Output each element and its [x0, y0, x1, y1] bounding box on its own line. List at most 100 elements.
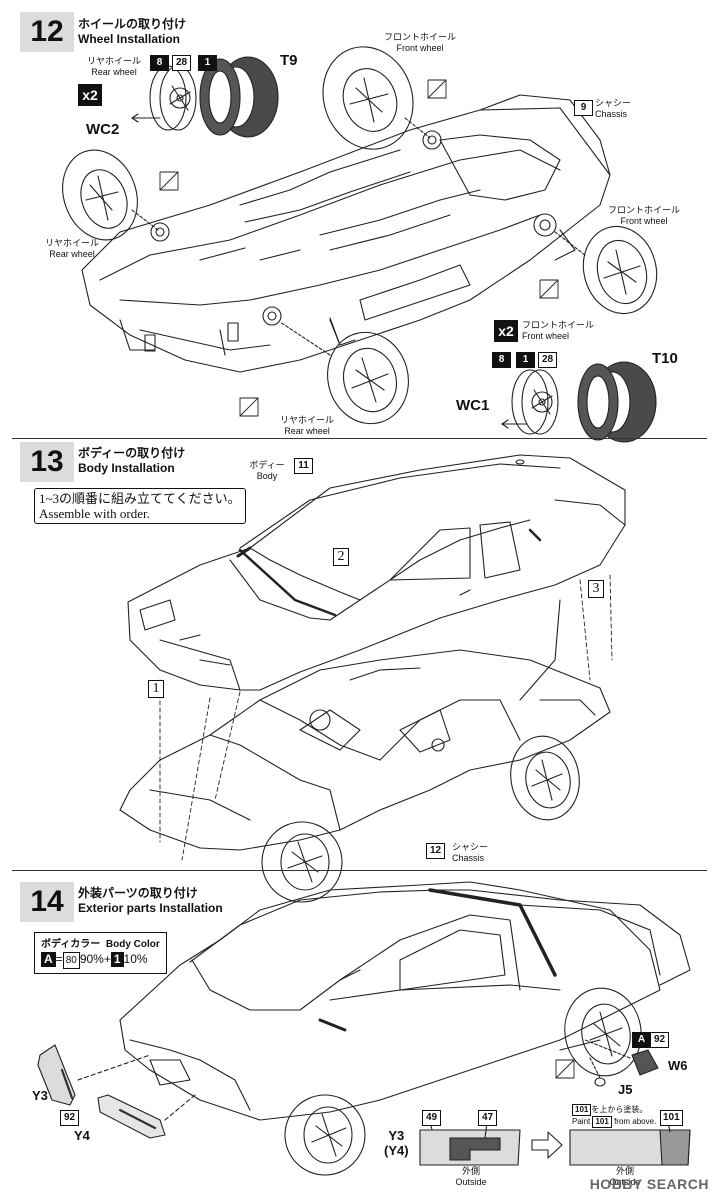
part-code-1: 1: [516, 352, 535, 368]
paint-code-80: 80: [62, 952, 80, 969]
label-rear-wheel-left: リヤホイール Rear wheel: [40, 238, 104, 260]
step-title-jp: 外装パーツの取り付け: [78, 886, 198, 900]
part-w6: W6: [668, 1058, 688, 1073]
label-jp: シャシー: [595, 98, 632, 108]
quantity-x2-badge: x2: [78, 84, 102, 106]
no-glue-icon-14: [555, 1059, 575, 1079]
inset-y3-flat: [419, 1121, 521, 1166]
note-en: Assemble with order.: [39, 506, 150, 521]
body-color-heading: ボディカラー Body Color: [41, 937, 160, 952]
paint-code-101: 101: [572, 1104, 592, 1116]
paint-pct-10: 10%: [123, 952, 148, 966]
step-heading-12: ホイールの取り付け Wheel Installation: [78, 17, 186, 47]
wc1-wheel-drawing: [501, 369, 559, 435]
quantity-x2-badge: x2: [494, 320, 518, 342]
label-rear-wheel-bottom: リヤホイール Rear wheel: [275, 415, 339, 437]
label-front-wheel-right: フロントホイール Front wheel: [602, 205, 686, 227]
part-y3: Y3: [32, 1088, 48, 1103]
paint-code-101: 101: [592, 1116, 612, 1128]
step-title-jp: ホイールの取り付け: [78, 17, 187, 31]
step-number-12: 12: [20, 12, 74, 52]
body-color-en: Body Color: [105, 939, 160, 950]
sequence-2: 2: [333, 548, 349, 566]
rear-wheel-left-drawing: [62, 149, 159, 241]
label-en: Rear wheel: [91, 67, 137, 77]
label-en: Outside: [609, 1177, 641, 1187]
label-jp: リヤホイール: [44, 238, 99, 248]
part-wc2: WC2: [86, 121, 120, 138]
paint-note-en-b: from above.: [614, 1117, 657, 1126]
assembly-order-note: 1~3の順番に組み立ててください。 Assemble with order.: [34, 488, 246, 524]
part-code-1: 1: [198, 55, 217, 71]
body-part-11: 11: [294, 458, 313, 474]
label-jp: フロントホイール: [383, 32, 456, 42]
step13-rear-wheel: [261, 821, 343, 903]
inset-outside-label: 外側 Outside: [446, 1166, 496, 1188]
label-en: Body: [256, 471, 278, 481]
t9-tire-drawing: [199, 56, 279, 138]
label-jp: フロントホイール: [607, 205, 680, 215]
no-glue-icons: [159, 79, 559, 417]
label-en: Front wheel: [522, 331, 570, 341]
watermark: HOBBY SEARCH: [589, 1176, 709, 1192]
inset-y4: (Y4): [384, 1143, 409, 1158]
label-jp: リヤホイール: [279, 415, 334, 425]
step-title-jp: ボディーの取り付け: [78, 446, 186, 460]
y3-part-drawing: [37, 1044, 151, 1106]
inset-code-47: 47: [478, 1110, 497, 1126]
part-code-8: 8: [492, 352, 511, 368]
inset-arrow: [531, 1131, 563, 1159]
painted-outside-label: 外側 Outside: [600, 1166, 650, 1188]
inset-part-label: Y3 (Y4): [384, 1128, 409, 1158]
paint-1: 1: [110, 952, 124, 967]
rear-wheel-bottom-drawing: [279, 321, 409, 425]
step-title-en: Body Installation: [78, 461, 175, 475]
paint-code-92: 92: [650, 1032, 669, 1048]
paint-note-jp: を上から塗装。: [591, 1105, 648, 1114]
chassis-drawing: [81, 94, 611, 373]
w6-part-drawing: [584, 1039, 659, 1087]
label-rear-wheel-top: リヤホイール Rear wheel: [84, 56, 144, 78]
section-divider: [12, 438, 707, 439]
label-en: Rear wheel: [284, 426, 330, 436]
part-j5: J5: [618, 1082, 633, 1097]
exterior-car-drawing: [119, 881, 691, 1121]
part-code-28: 28: [538, 352, 557, 368]
label-body: ボディー Body: [244, 460, 290, 482]
section-divider: [12, 870, 707, 871]
label-jp: 外側: [461, 1166, 480, 1176]
label-jp: リヤホイール: [86, 56, 141, 66]
part-y4: Y4: [74, 1128, 90, 1143]
step-heading-14: 外装パーツの取り付け Exterior parts Installation: [78, 886, 223, 916]
part-t10: T10: [652, 350, 678, 367]
label-jp: ボディー: [249, 460, 285, 470]
part-code-28: 28: [172, 55, 191, 71]
note-jp: 1~3の順番に組み立ててください。: [39, 491, 241, 506]
equals: =: [55, 952, 63, 966]
inset-y3: Y3: [388, 1128, 405, 1143]
paint-code-a: A: [632, 1032, 651, 1048]
label-chassis: シャシー Chassis: [595, 98, 635, 120]
label-jp: 外側: [615, 1166, 634, 1176]
label-en: Chassis: [595, 109, 628, 119]
step-title-en: Exterior parts Installation: [78, 901, 223, 915]
part-t9: T9: [280, 52, 298, 69]
paint-note-en-a: Paint: [572, 1117, 591, 1126]
inset-code-49: 49: [422, 1110, 441, 1126]
label-jp: フロントホイール: [522, 320, 595, 330]
label-front-wheel-top: フロントホイール Front wheel: [380, 32, 460, 54]
t10-tire-drawing: [577, 361, 657, 443]
label-front-wheel-lower: フロントホイール Front wheel: [522, 320, 606, 342]
part-code-8: 8: [150, 55, 169, 71]
label-en: Front wheel: [396, 43, 444, 53]
paint-code-101-right: 101: [660, 1110, 683, 1126]
y4-part-drawing: [97, 1094, 196, 1139]
label-en: Front wheel: [620, 216, 668, 226]
sequence-3: 3: [588, 580, 604, 598]
step-title-en: Wheel Installation: [78, 32, 181, 46]
front-wheel-right-drawing: [554, 225, 658, 315]
